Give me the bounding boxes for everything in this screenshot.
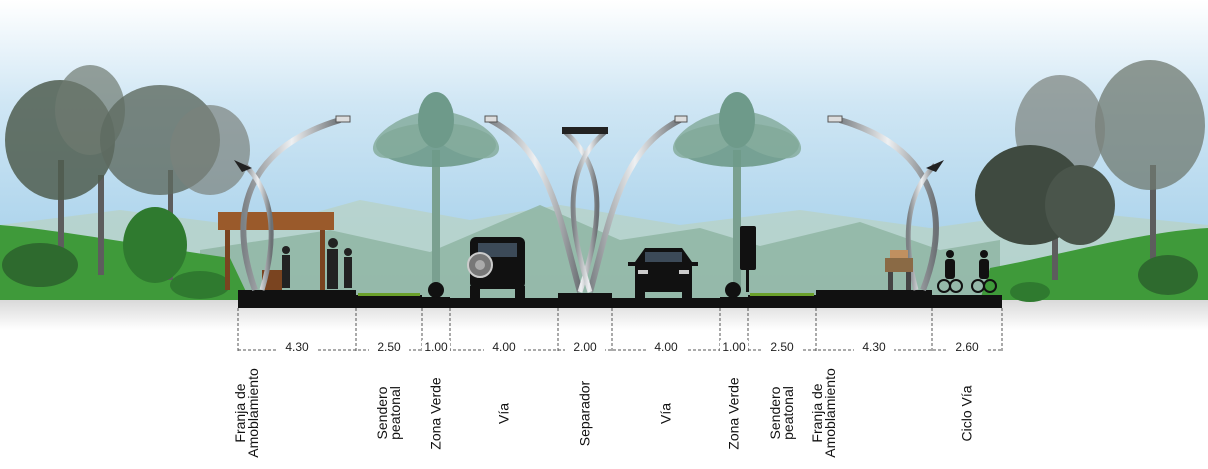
zone-label-1: Franja de Amoblamiento	[232, 368, 261, 458]
zone-label-9: Franja de Amoblamiento	[809, 368, 838, 458]
zone-label-4: Vía	[495, 403, 512, 425]
section-width-7: 1.00	[720, 340, 748, 354]
zone-label-7: Zona Verde	[725, 377, 742, 450]
section-width-1: 4.30	[277, 340, 317, 354]
kiosk	[885, 250, 913, 290]
tree-cluster-right	[975, 60, 1205, 302]
cyclists	[937, 250, 997, 293]
section-width-5: 2.00	[565, 340, 605, 354]
road-profile	[238, 290, 1002, 308]
section-width-8: 2.50	[762, 340, 802, 354]
palm-tree-left	[372, 92, 500, 290]
zone-label-10: Ciclo Vía	[958, 385, 975, 442]
green-strip-right	[750, 293, 814, 296]
street-lamp-left	[234, 115, 351, 292]
green-strip-left	[358, 293, 420, 296]
planter-right	[725, 282, 741, 298]
zone-label-6: Vía	[657, 403, 674, 425]
pedestrians	[282, 238, 352, 289]
jeep-rear	[467, 237, 525, 298]
section-width-2: 2.50	[369, 340, 409, 354]
section-width-10: 2.60	[947, 340, 987, 354]
zone-label-8: Sendero peatonal	[767, 386, 796, 440]
planter-left	[428, 282, 444, 298]
section-width-3: 1.00	[422, 340, 450, 354]
zone-label-3: Zona Verde	[427, 377, 444, 450]
palm-tree-right	[672, 92, 802, 290]
zone-label-2: Sendero peatonal	[374, 386, 403, 440]
traffic-signal	[740, 226, 756, 292]
zone-label-5: Separador	[576, 380, 593, 447]
tree-cluster-left	[2, 65, 250, 299]
street-lamp-center	[484, 115, 688, 293]
section-width-9: 4.30	[854, 340, 894, 354]
section-width-6: 4.00	[646, 340, 686, 354]
section-width-4: 4.00	[484, 340, 524, 354]
car-front	[628, 248, 698, 299]
